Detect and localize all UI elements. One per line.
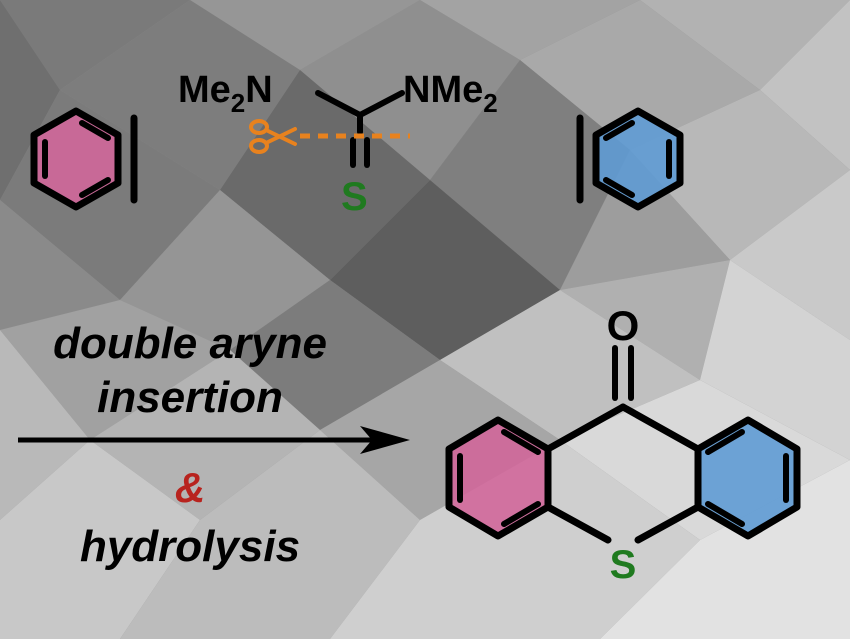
condition-line-2: insertion — [97, 373, 283, 422]
product-sulfur: S — [610, 543, 637, 587]
condition-line-1: double aryne — [53, 319, 327, 368]
reagent-right-nme2: NMe2 — [403, 69, 498, 118]
reaction-conditions: double aryne insertion & hydrolysis — [53, 319, 327, 571]
thiourea-reagent: Me2N NMe2 S — [178, 69, 498, 219]
reagent-left-nme2: Me2N — [178, 69, 273, 118]
aryne-blue — [576, 107, 684, 211]
ampersand: & — [175, 464, 205, 511]
condition-line-3: hydrolysis — [80, 522, 300, 571]
scissors-icon — [249, 119, 297, 154]
aryne-pink — [30, 107, 138, 211]
reaction-arrow — [18, 426, 410, 454]
reagent-sulfur: S — [341, 175, 368, 219]
product-oxygen: O — [607, 302, 640, 349]
thioxanthone-product: O S — [445, 302, 801, 587]
